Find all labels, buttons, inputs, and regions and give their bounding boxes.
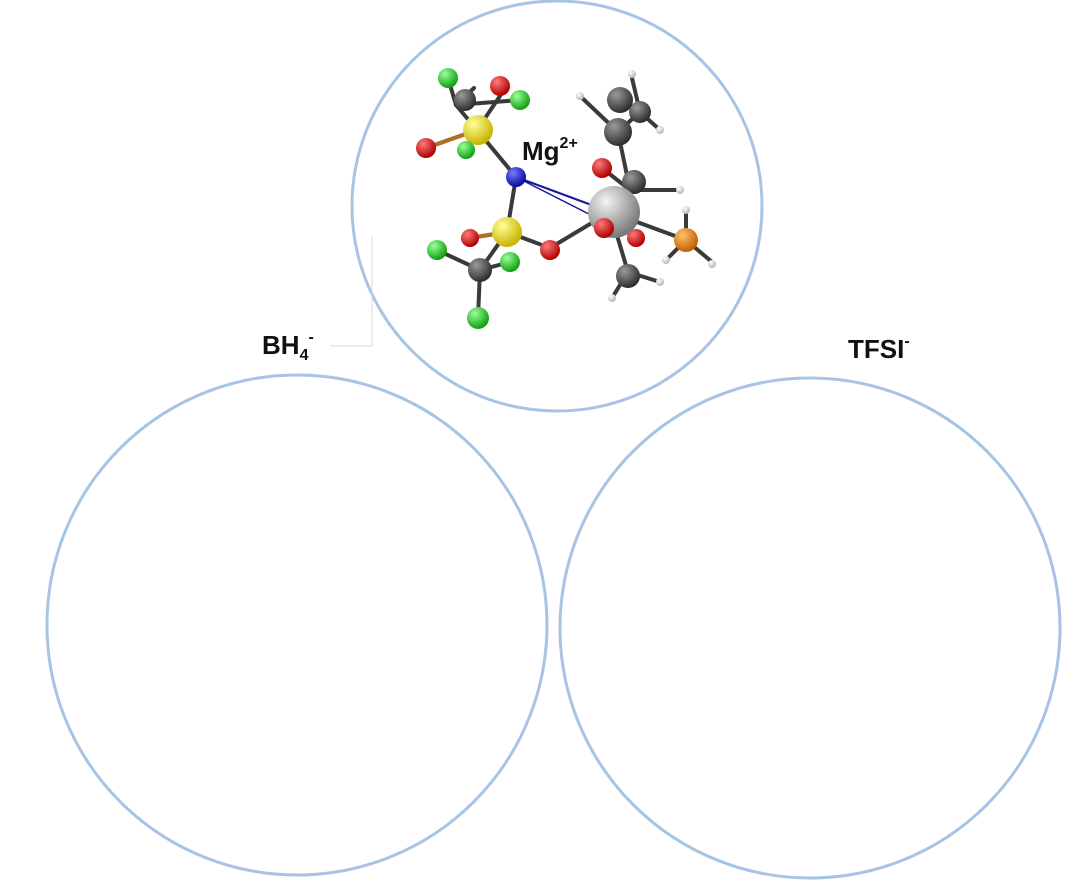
right-circle xyxy=(560,378,1060,878)
top-circle xyxy=(352,1,762,411)
tfsi-label: TFSI- xyxy=(848,334,910,365)
bh4-label: BH4- xyxy=(262,330,314,365)
mg-label: Mg2+ xyxy=(522,136,578,167)
left-circle xyxy=(47,375,547,875)
guide-lines xyxy=(330,236,372,346)
top-mg-complex xyxy=(416,68,716,329)
